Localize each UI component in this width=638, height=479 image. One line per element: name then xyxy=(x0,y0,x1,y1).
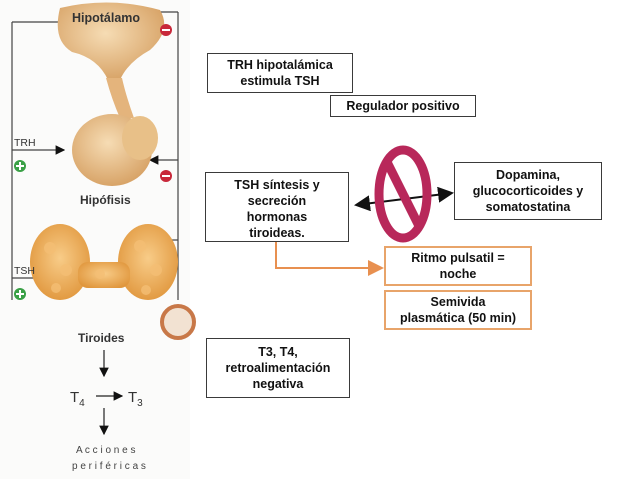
thyroid-shape xyxy=(30,224,178,300)
pituitary-label: Hipófisis xyxy=(80,193,131,207)
minus-sign-icon xyxy=(160,170,172,182)
negative-feedback-box: T3, T4, retroalimentación negativa xyxy=(206,338,350,398)
hypothalamus-label: Hipotálamo xyxy=(72,11,140,25)
t3-label: T3 xyxy=(128,389,143,409)
minus-sign-icon xyxy=(160,24,172,36)
actions-label-line2: p e r i f é r i c a s xyxy=(72,461,146,472)
tsh-synthesis-box: TSH síntesis y secreción hormonas tiroid… xyxy=(205,172,349,242)
thyroid-label: Tiroides xyxy=(78,331,125,345)
tsh-label: TSH xyxy=(14,265,35,277)
prohibition-icon xyxy=(374,145,432,243)
positive-regulator-box: Regulador positivo xyxy=(330,95,476,117)
plus-sign-icon xyxy=(14,288,26,300)
inhibitors-box: Dopamina, glucocorticoides y somatostati… xyxy=(454,162,602,220)
orange-connector xyxy=(275,242,384,276)
anatomy-panel: Hipotálamo TRH Hipófisis TSH Tiroides T4… xyxy=(0,0,196,479)
follicle-inset xyxy=(160,304,196,340)
actions-label-line1: A c c i o n e s xyxy=(76,445,135,456)
half-life-box: Semivida plasmática (50 min) xyxy=(384,290,532,330)
plus-sign-icon xyxy=(14,160,26,172)
trh-label: TRH xyxy=(14,137,36,149)
trh-stimulates-box: TRH hipotalámica estimula TSH xyxy=(207,53,353,93)
hypothalamus-shape xyxy=(57,2,165,80)
t4-label: T4 xyxy=(70,389,85,409)
pulsatile-rhythm-box: Ritmo pulsatil = noche xyxy=(384,246,532,286)
